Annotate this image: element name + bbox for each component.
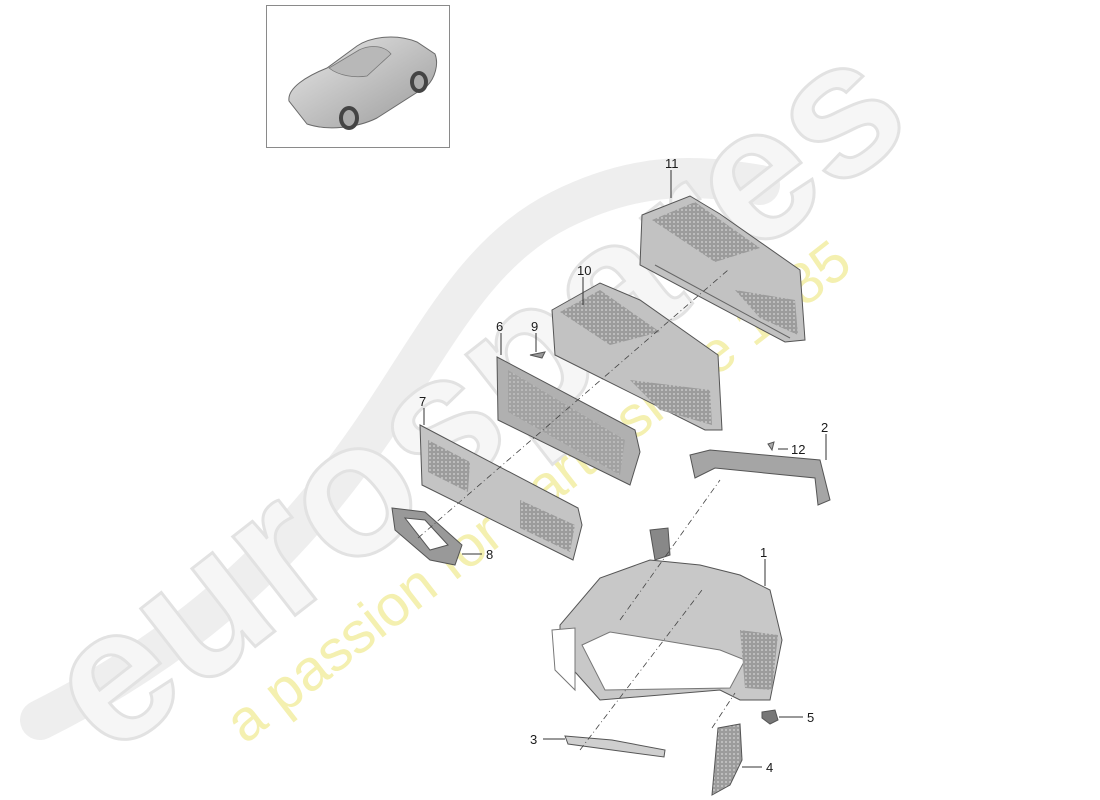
part-11-air-guide[interactable] [639,195,806,343]
part-8-bezel[interactable] [391,507,463,566]
part-6-grille[interactable] [496,356,641,486]
callout-8[interactable]: 8 [486,547,494,562]
part-1-carrier[interactable] [551,527,783,701]
callout-6[interactable]: 6 [496,319,504,334]
callout-11[interactable]: 11 [665,156,679,171]
callout-1[interactable]: 1 [760,545,768,560]
callout-3[interactable]: 3 [530,732,538,747]
part-5-bushing[interactable] [761,709,779,725]
callout-12[interactable]: 12 [791,442,806,457]
leader-lines [423,170,827,768]
part-9-clip[interactable] [529,351,546,359]
vehicle-thumbnail [266,5,450,148]
callout-10[interactable]: 10 [577,263,592,278]
part-12-screw[interactable] [767,441,775,452]
part-10-air-guide[interactable] [551,282,723,431]
callout-4[interactable]: 4 [766,760,774,775]
part-4-side-grille[interactable] [711,723,743,796]
callout-9[interactable]: 9 [531,319,539,334]
part-7-trim[interactable] [419,424,583,561]
watermark-swoosh [20,157,780,740]
car-icon [288,36,438,130]
part-3-strip[interactable] [564,735,666,758]
callout-2[interactable]: 2 [821,420,829,435]
callout-7[interactable]: 7 [419,394,427,409]
callout-5[interactable]: 5 [807,710,815,725]
part-2-frame[interactable] [689,449,831,506]
assembly-lines [417,269,736,751]
